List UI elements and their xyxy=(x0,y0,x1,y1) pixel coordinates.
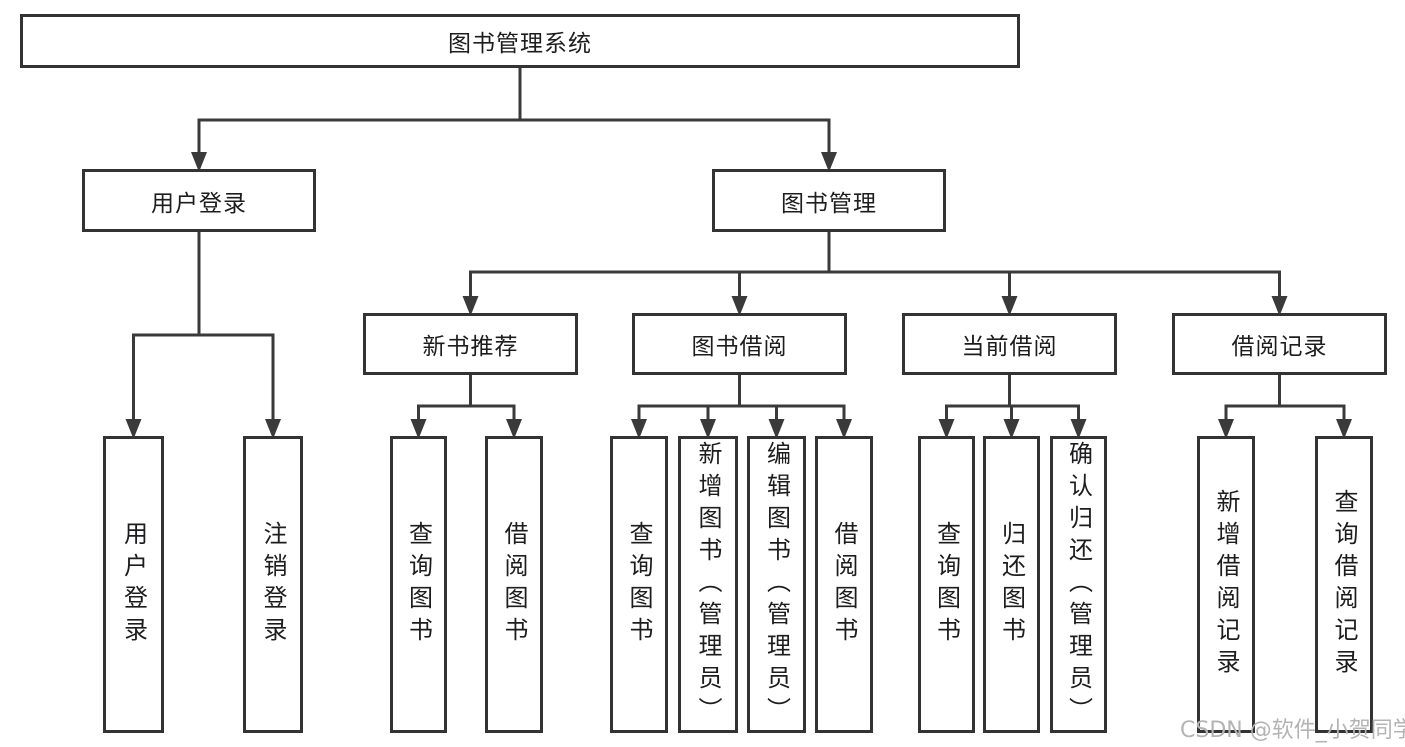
node-borrow-2: 新增图书（管理员） xyxy=(678,436,738,733)
node-current: 当前借阅 xyxy=(902,313,1117,375)
arrowhead-down-icon xyxy=(265,419,281,439)
node-borrow-1: 查询图书 xyxy=(610,436,668,733)
arrowhead-down-icon xyxy=(1070,419,1087,439)
node-records-2: 查询借阅记录 xyxy=(1315,436,1373,733)
arrowhead-down-icon xyxy=(700,419,716,439)
arrowhead-down-icon xyxy=(768,419,785,439)
arrowhead-down-icon xyxy=(1003,419,1020,439)
node-login-2: 注销登录 xyxy=(243,436,303,733)
node-borrow: 图书借阅 xyxy=(632,313,847,375)
node-borrow-3: 编辑图书（管理员） xyxy=(747,436,806,733)
node-login-1: 用户登录 xyxy=(103,436,164,733)
node-rec-1: 查询图书 xyxy=(390,436,447,733)
node-login: 用户登录 xyxy=(82,169,316,232)
arrowhead-down-icon xyxy=(731,296,748,316)
arrowhead-down-icon xyxy=(938,419,955,439)
node-current-2: 归还图书 xyxy=(983,436,1040,733)
arrowhead-down-icon xyxy=(821,152,837,172)
node-records: 借阅记录 xyxy=(1172,313,1387,375)
arrowhead-down-icon xyxy=(1271,296,1288,316)
arrowhead-down-icon xyxy=(462,296,479,316)
node-rec-2: 借阅图书 xyxy=(485,436,543,733)
arrowhead-down-icon xyxy=(1336,419,1352,439)
node-records-1: 新增借阅记录 xyxy=(1197,436,1255,733)
node-rec: 新书推荐 xyxy=(363,313,578,375)
node-current-1: 查询图书 xyxy=(918,436,975,733)
node-borrow-4: 借阅图书 xyxy=(815,436,873,733)
node-current-3: 确认归还（管理员） xyxy=(1050,436,1107,733)
arrowhead-down-icon xyxy=(836,419,852,439)
arrowhead-down-icon xyxy=(191,152,207,172)
arrowhead-down-icon xyxy=(125,419,142,439)
node-root: 图书管理系统 xyxy=(20,14,1020,68)
arrowhead-down-icon xyxy=(410,419,427,439)
node-mgmt: 图书管理 xyxy=(712,169,946,232)
arrowhead-down-icon xyxy=(1218,419,1234,439)
csdn-watermark: CSDN @软件_小贺同学 xyxy=(1180,718,1405,743)
arrowhead-down-icon xyxy=(631,419,647,439)
arrowhead-down-icon xyxy=(1001,296,1018,316)
arrowhead-down-icon xyxy=(506,419,522,439)
